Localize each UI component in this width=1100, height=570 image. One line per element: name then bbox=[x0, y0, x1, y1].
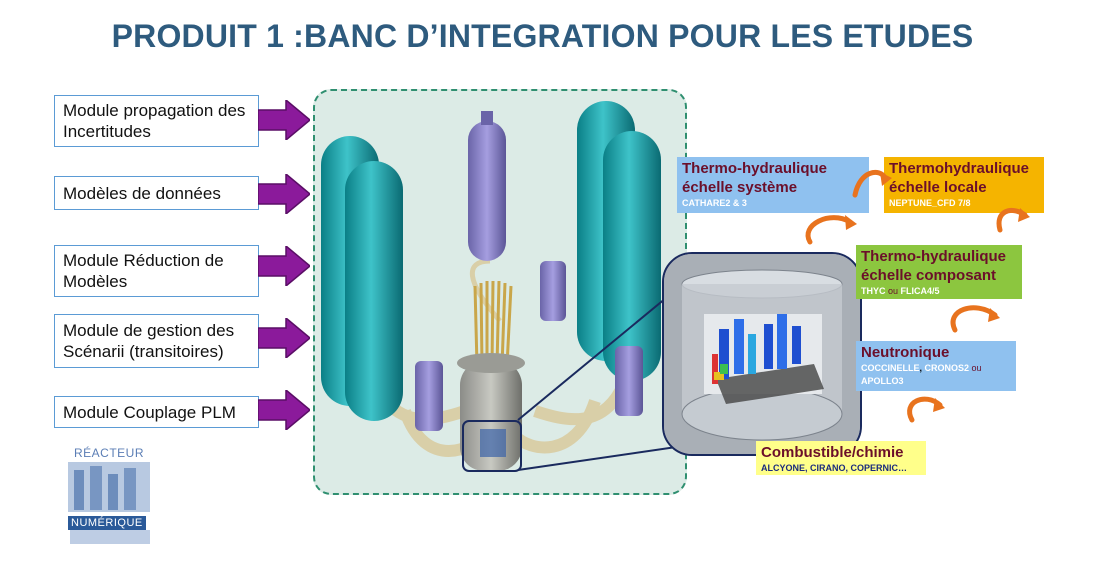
module-label: Module Réduction de Modèles bbox=[63, 251, 224, 291]
module-gestion-scenarii: Module de gestion des Scénarii (transito… bbox=[54, 314, 259, 368]
arrow-right-icon bbox=[258, 390, 310, 430]
code-separator: ou bbox=[888, 286, 899, 296]
physics-th-composant: Thermo-hydraulique échelle composant THY… bbox=[856, 245, 1022, 299]
physics-codes: NEPTUNE_CFD 7/8 bbox=[889, 198, 971, 208]
physics-title: Combustible/chimie bbox=[761, 444, 904, 461]
code-coccinelle: COCCINELLE bbox=[861, 363, 920, 373]
physics-title: Thermo-hydraulique échelle système bbox=[682, 160, 828, 196]
physics-title: Thermohydraulique échelle locale bbox=[889, 160, 1030, 196]
module-label: Module de gestion des Scénarii (transito… bbox=[63, 321, 235, 361]
physics-codes: THYC ou FLICA4/5 bbox=[861, 285, 1017, 298]
physics-th-systeme: Thermo-hydraulique échelle système CATHA… bbox=[677, 157, 869, 213]
physics-codes: CATHARE2 & 3 bbox=[682, 198, 747, 208]
module-modeles-donnees: Modèles de données bbox=[54, 176, 259, 210]
code-apollo3: APOLLO3 bbox=[861, 376, 904, 386]
core-simulation-image bbox=[664, 254, 860, 454]
arrow-right-icon bbox=[258, 174, 310, 214]
arrow-right-icon bbox=[258, 100, 310, 140]
physics-codes: ALCYONE, CIRANO, COPERNIC… bbox=[761, 463, 908, 473]
core-visualization-inset bbox=[662, 252, 862, 456]
curved-arrow-icon bbox=[805, 215, 853, 245]
module-label: Module Couplage PLM bbox=[63, 402, 236, 422]
module-couplage-plm: Module Couplage PLM bbox=[54, 396, 259, 428]
physics-neutronique: Neutronique COCCINELLE, CRONOS2 ou APOLL… bbox=[856, 341, 1016, 391]
module-reduction-modeles: Module Réduction de Modèles bbox=[54, 245, 259, 297]
module-label: Modèles de données bbox=[63, 183, 221, 203]
physics-title: Thermo-hydraulique échelle composant bbox=[861, 248, 1007, 284]
page-title: PRODUIT 1 :BANC D’INTEGRATION POUR LES E… bbox=[111, 18, 974, 54]
arrow-right-icon bbox=[258, 318, 310, 358]
code-cronos2: CRONOS2 bbox=[924, 363, 970, 373]
code-flica: FLICA4/5 bbox=[900, 286, 940, 296]
curved-arrow-icon bbox=[852, 169, 888, 198]
logo-graphic bbox=[68, 462, 150, 544]
reactor-illustration bbox=[321, 101, 661, 472]
module-propagation-incertitudes: Module propagation des Incertitudes bbox=[54, 95, 259, 147]
physics-codes: COCCINELLE, CRONOS2 ou APOLLO3 bbox=[861, 363, 982, 386]
module-label: Module propagation des Incertitudes bbox=[63, 101, 246, 141]
physics-combustible: Combustible/chimie ALCYONE, CIRANO, COPE… bbox=[756, 441, 926, 475]
logo-text-top: RÉACTEUR bbox=[74, 446, 145, 460]
reacteur-numerique-logo: RÉACTEUR NUMÉRIQUE bbox=[60, 440, 158, 550]
physics-title: Neutronique bbox=[861, 344, 950, 361]
code-separator: ou bbox=[971, 363, 982, 373]
reactor-frame bbox=[313, 89, 687, 495]
curved-arrow-icon bbox=[950, 305, 998, 333]
physics-th-locale: Thermohydraulique échelle locale NEPTUNE… bbox=[884, 157, 1044, 213]
arrow-right-icon bbox=[258, 246, 310, 286]
logo-text-bottom: NUMÉRIQUE bbox=[68, 516, 146, 530]
code-thyc: THYC bbox=[861, 286, 886, 296]
